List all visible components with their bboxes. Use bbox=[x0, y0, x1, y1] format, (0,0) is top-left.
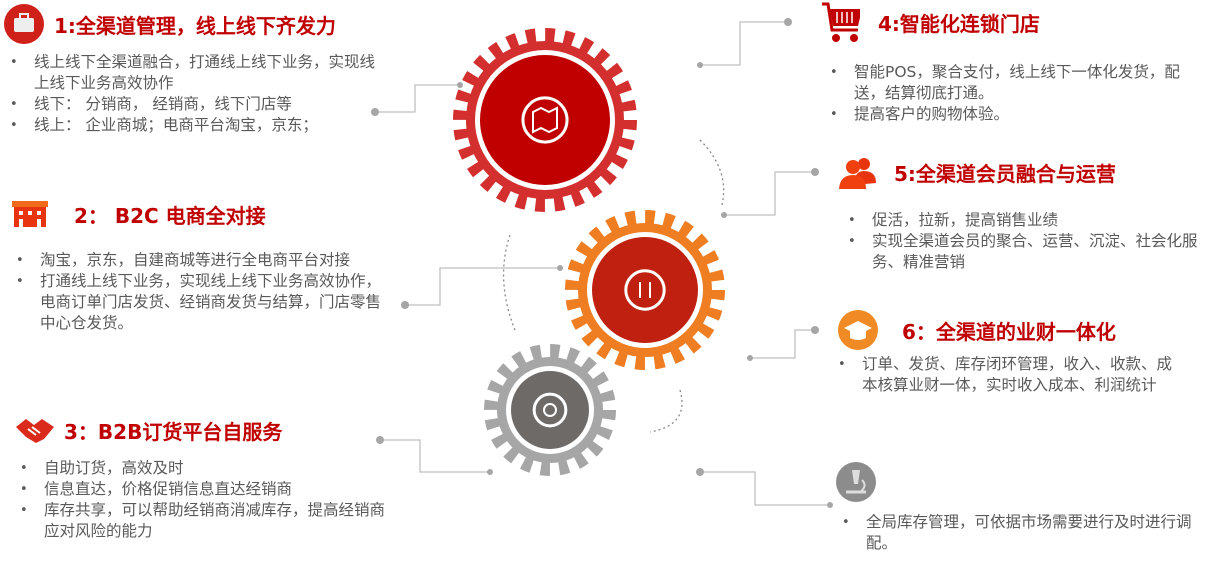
connector-line bbox=[380, 439, 490, 473]
lifebuoy-icon bbox=[543, 403, 557, 417]
section-title: 3：B2B订货平台自服务 bbox=[64, 419, 283, 444]
list-item: 线上： 企业商城；电商平台淘宝，京东； bbox=[4, 115, 389, 136]
graduation-cap-icon bbox=[838, 310, 878, 350]
list-item: 打通线上线下业务，实现线上线下业务高效协作，电商订单门店发货、经销商发货与结算，… bbox=[10, 271, 395, 334]
section-1: 1:全渠道管理，线上线下齐发力 线上线下全渠道融合，打通线上线下业务，实现线上线… bbox=[4, 4, 404, 136]
list-item: 库存共享，可以帮助经销商消减库存，提高经销商应对风险的能力 bbox=[14, 500, 399, 542]
section-4: 4:智能化连锁门店 智能POS，聚合支付，线上线下一体化发货，配送，结算彻底打通… bbox=[820, 2, 1220, 125]
list-item: 提高客户的购物体验。 bbox=[824, 104, 1184, 125]
list-item: 线上线下全渠道融合，打通线上线下业务，实现线上线下业务高效协作 bbox=[4, 52, 389, 94]
briefcase-icon bbox=[4, 4, 44, 44]
list-item: 订单、发货、库存闭环管理，收入、收款、成本核算业财一体，实时收入成本、利润统计 bbox=[832, 354, 1182, 396]
section-title: 6：全渠道的业财一体化 bbox=[902, 319, 1116, 344]
connector-line bbox=[405, 267, 560, 306]
rotation-arrow bbox=[649, 389, 683, 433]
list-item: 信息直达，价格促销信息直达经销商 bbox=[14, 479, 399, 500]
handshake-icon bbox=[14, 410, 54, 450]
connector-line bbox=[700, 21, 788, 66]
gear-orange bbox=[565, 210, 725, 370]
map-icon bbox=[532, 106, 558, 134]
section-title: 1:全渠道管理，线上线下齐发力 bbox=[54, 13, 336, 38]
gear-center-icon bbox=[532, 392, 568, 428]
gear-center-icon bbox=[521, 96, 569, 144]
storefront-icon bbox=[10, 194, 50, 234]
section-2: 2： B2C 电商全对接 淘宝，京东，自建商城等进行全电商平台对接打通线上线下业… bbox=[10, 194, 410, 334]
rotation-arrow bbox=[699, 139, 725, 206]
microscope-icon bbox=[836, 462, 876, 502]
shopping-cart-icon bbox=[820, 2, 860, 42]
connector-line bbox=[700, 471, 830, 506]
list-item: 线下： 分销商， 经销商，线下门店等 bbox=[4, 94, 389, 115]
list-item: 促活，拉新，提高销售业绩 bbox=[842, 210, 1212, 231]
list-item: 淘宝，京东，自建商城等进行全电商平台对接 bbox=[10, 250, 395, 271]
connector-line bbox=[375, 84, 460, 113]
section-7: 全局库存管理，可依据市场需要进行及时进行调配。 bbox=[836, 462, 1216, 554]
section-5: 5:全渠道会员融合与运营 促活，拉新，提高销售业绩实现全渠道会员的聚合、运营、沉… bbox=[838, 152, 1218, 273]
users-icon bbox=[838, 152, 878, 192]
section-title: 5:全渠道会员融合与运营 bbox=[894, 161, 1116, 186]
list-item: 智能POS，聚合支付，线上线下一体化发货，配送，结算彻底打通。 bbox=[824, 62, 1184, 104]
connector-line bbox=[724, 171, 815, 216]
rotation-arrow bbox=[502, 234, 516, 331]
list-item: 自助订货，高效及时 bbox=[14, 458, 399, 479]
section-title: 2： B2C 电商全对接 bbox=[74, 203, 266, 228]
gear-gray bbox=[484, 344, 616, 476]
list-item: 全局库存管理，可依据市场需要进行及时进行调配。 bbox=[836, 512, 1196, 554]
gear-red bbox=[453, 28, 637, 212]
section-6: 6：全渠道的业财一体化 订单、发货、库存闭环管理，收入、收款、成本核算业财一体，… bbox=[838, 310, 1218, 396]
list-item: 实现全渠道会员的聚合、运营、沉淀、社会化服务、精准营销 bbox=[842, 231, 1212, 273]
section-3: 3：B2B订货平台自服务 自助订货，高效及时信息直达，价格促销信息直达经销商库存… bbox=[14, 410, 414, 542]
connector-line bbox=[750, 329, 815, 359]
gear-center-icon bbox=[624, 269, 666, 311]
section-title: 4:智能化连锁门店 bbox=[878, 11, 1040, 36]
link-icon bbox=[639, 282, 651, 298]
